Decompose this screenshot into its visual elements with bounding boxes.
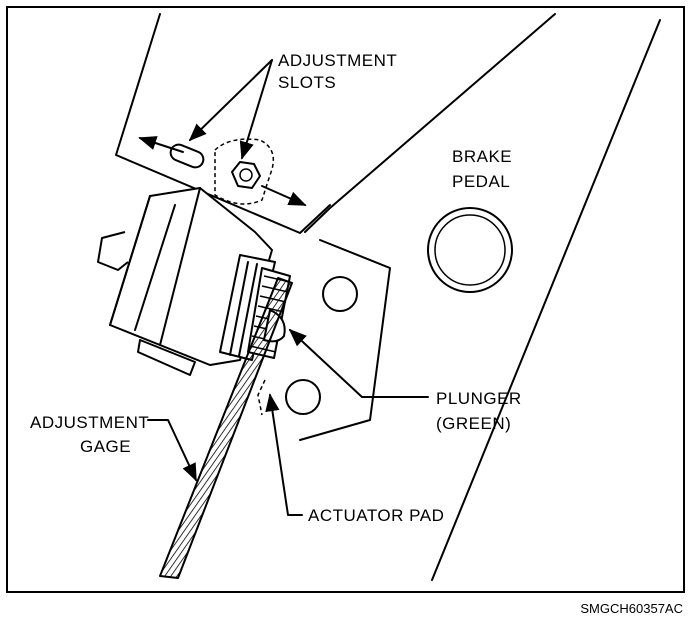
adjustment-nut xyxy=(214,138,275,205)
brake-pedal-label-line2: PEDAL xyxy=(452,172,510,191)
adjustment-gage-label-line2: GAGE xyxy=(80,437,131,456)
brake-pedal-arm xyxy=(304,13,661,581)
plunger-label-line1: PLUNGER xyxy=(436,389,522,408)
brake-pedal-pad xyxy=(427,207,513,293)
leader-lines xyxy=(147,59,429,516)
actuator-pad-label: ACTUATOR PAD xyxy=(308,506,444,525)
adjustment-gage-label-line1: ADJUSTMENT xyxy=(30,413,149,432)
figure-frame xyxy=(6,6,685,593)
adjustment-slot xyxy=(169,143,205,169)
slot-direction-arrows xyxy=(138,136,307,206)
plunger-label-line2: (GREEN) xyxy=(436,414,511,433)
adjustment-slots-label-line2: SLOTS xyxy=(278,73,336,92)
brake-pedal-label-line1: BRAKE xyxy=(452,147,512,166)
figure-code: SMGCH60357AC xyxy=(580,601,683,616)
bracket-hole-lower xyxy=(285,379,321,415)
adjustment-gage xyxy=(159,277,293,579)
bracket-hole-upper xyxy=(322,276,358,312)
adjustment-slots-label-line1: ADJUSTMENT xyxy=(278,51,397,70)
